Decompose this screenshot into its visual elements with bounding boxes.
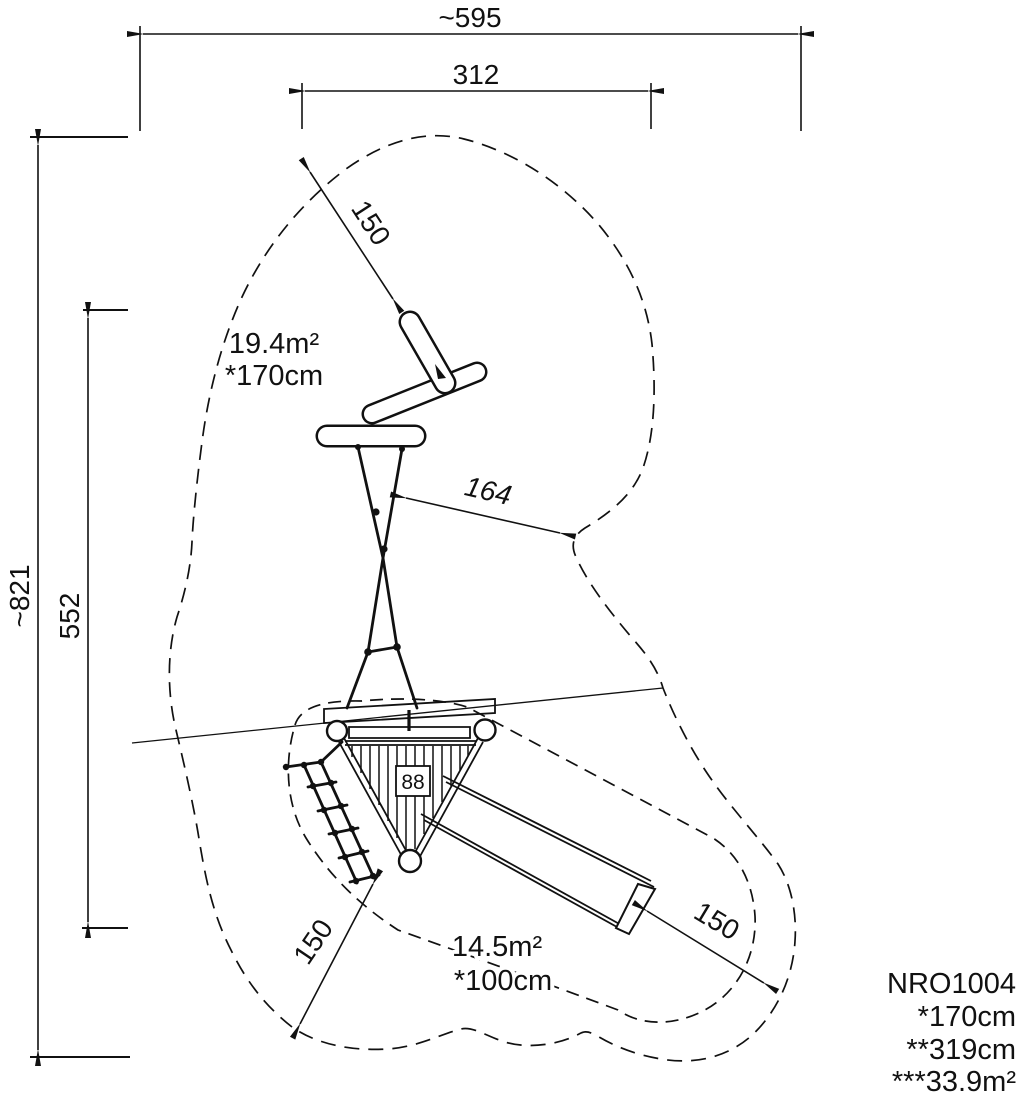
legend-fall-height: *170cm [918,1001,1016,1033]
upper-zone-area: 19.4m² [229,328,320,360]
item-tag: 88 [395,765,431,797]
dimension-radius-top: 150 [298,156,405,315]
log-joint-mark [435,364,446,379]
legend-block: NRO1004 *170cm **319cm ***33.9m² [887,968,1016,1098]
platform-beam [323,698,496,739]
net-offset-label: 164 [462,470,514,511]
item-tag-number: 88 [401,771,424,794]
rope-ladder [282,740,381,885]
lower-zone-area: 14.5m² [452,931,543,963]
dimension-inner-depth: 552 [54,302,128,938]
radius-top-label: 150 [345,195,396,251]
post-bottom [397,848,423,874]
dimension-overall-depth: ~821 [4,129,130,1066]
rope-net [345,444,419,710]
platform-width-label: 312 [453,59,500,90]
balance-logs [315,310,488,448]
post-right [473,718,497,742]
upper-zone-label: 19.4m² *170cm [225,328,323,392]
dimension-radius-bottom-right: 150 [631,892,780,994]
radius-bottom-left-label: 150 [287,914,339,970]
triangle-deck [325,718,497,874]
overall-depth-label: ~821 [4,564,35,627]
upper-zone-fall-height: *170cm [225,360,323,392]
post-left [325,719,349,743]
inner-depth-label: 552 [54,593,85,640]
dimension-net-offset: 164 [389,470,577,540]
legend-model: NRO1004 [887,968,1016,1000]
parallel-bars [420,775,657,936]
dimension-overall-width: ~595 [127,2,814,131]
dimension-platform-width: 312 [289,59,664,129]
overall-width-label: ~595 [438,2,501,33]
dimension-radius-bottom-left: 150 [287,868,384,1040]
lower-zone-label: 14.5m² *100cm [448,927,556,1001]
climbing-structure [282,310,657,936]
legend-equipment-height: **319cm [906,1034,1016,1066]
legend-total-area: ***33.9m² [892,1066,1016,1098]
bar-end-plate [614,882,657,936]
outer-safety-outline [168,134,797,1062]
section-line [131,687,664,744]
radius-bottom-right-label: 150 [689,896,745,947]
lower-zone-fall-height: *100cm [454,965,552,997]
